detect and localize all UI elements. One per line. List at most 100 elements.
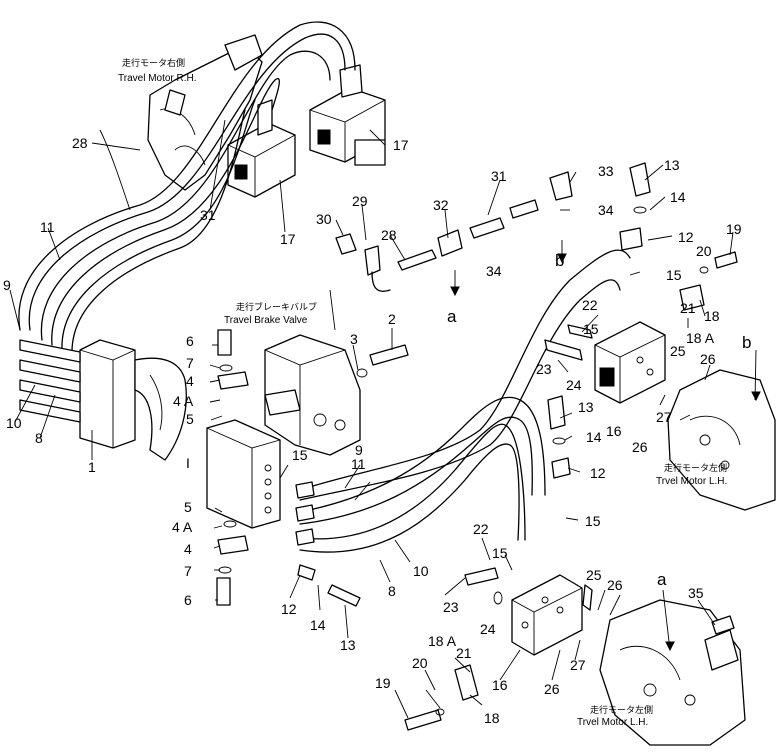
arrow-heads	[450, 253, 761, 652]
callout-34: 34	[598, 202, 614, 218]
upper-pipe-28	[335, 171, 573, 292]
callout-3: 3	[350, 331, 358, 347]
callout-30: 30	[316, 211, 332, 227]
label-travel-motor-rh-jp: 走行モータ右側	[122, 57, 185, 69]
travel-motor-lh-lower	[599, 599, 746, 746]
callout-15: 15	[583, 321, 599, 337]
callout-14: 14	[670, 189, 686, 205]
callout-16: 16	[606, 423, 622, 439]
callout-b: b	[742, 333, 751, 352]
callout-5: 5	[186, 411, 194, 427]
callout-4: 4	[186, 373, 194, 389]
callout-7: 7	[184, 563, 192, 579]
callout-22: 22	[582, 297, 598, 313]
callout-26: 26	[700, 351, 716, 367]
callout-27: 27	[570, 657, 586, 673]
callout-16: 16	[492, 677, 508, 693]
callout-6: 6	[184, 592, 192, 608]
callout-24: 24	[566, 377, 582, 393]
callout-26: 26	[607, 577, 623, 593]
callout-18A: 18 A	[686, 330, 715, 346]
component-labels: 走行モータ右側 Travel Motor R.H. 走行ブレーキバルブ Trav…	[118, 57, 727, 728]
right-manifold-16-upper	[594, 321, 666, 404]
callout-4: 4	[184, 541, 192, 557]
part-callouts: 28 11 9 10 8 1 31 17 17 30 29 28 32 31 3…	[3, 135, 751, 726]
callout-9: 9	[355, 442, 363, 458]
label-travel-motor-lh1-jp: 走行モータ左側	[664, 462, 727, 474]
callout-13: 13	[664, 157, 680, 173]
callout-29: 29	[352, 193, 368, 209]
callout-4A: 4 A	[172, 519, 193, 535]
callout-18: 18	[704, 308, 720, 324]
callout-12: 12	[590, 465, 606, 481]
callout-21: 21	[680, 300, 696, 316]
callout-5: 5	[184, 499, 192, 515]
callout-11: 11	[351, 456, 366, 472]
callout-21: 21	[456, 645, 472, 661]
callout-27: 27	[656, 409, 672, 425]
callout-7: 7	[186, 355, 194, 371]
callout-11: 11	[40, 219, 55, 235]
callout-12: 12	[281, 601, 297, 617]
callout-23: 23	[536, 361, 552, 377]
callout-13: 13	[340, 637, 356, 653]
valve-block-17-right	[309, 64, 386, 166]
callout-a: a	[447, 307, 457, 326]
callout-23: 23	[443, 599, 459, 615]
right-manifold-16-lower	[511, 574, 583, 656]
callout-2: 2	[388, 311, 396, 327]
callout-18: 18	[484, 710, 500, 726]
callout-22: 22	[473, 521, 489, 537]
travel-motor-lh-upper	[667, 369, 776, 511]
label-brake-valve-jp: 走行ブレーキバルブ	[236, 301, 317, 313]
callout-35: 35	[688, 585, 704, 601]
callout-10: 10	[6, 415, 22, 431]
label-travel-motor-lh2-en: Trvel Motor L.H.	[577, 717, 648, 728]
callout-14: 14	[310, 617, 326, 633]
callout-12: 12	[678, 229, 694, 245]
callout-19: 19	[375, 675, 391, 691]
callout-19: 19	[726, 221, 742, 237]
hose-bundle-rh	[18, 21, 356, 353]
callout-8: 8	[388, 583, 396, 599]
callout-25: 25	[670, 343, 686, 359]
callout-32: 32	[433, 197, 449, 213]
brake-valve-block-I	[206, 419, 281, 529]
callout-a: a	[657, 570, 667, 589]
callout-25: 25	[586, 567, 602, 583]
travel-brake-valve	[264, 334, 361, 456]
callout-8: 8	[35, 430, 43, 446]
callout-9: 9	[3, 277, 11, 293]
callout-34: 34	[486, 263, 502, 279]
left-manifold-block-1	[19, 339, 187, 461]
label-travel-motor-lh1-en: Trvel Motor L.H.	[656, 476, 727, 487]
callout-1: 1	[88, 459, 96, 475]
callout-18A: 18 A	[428, 633, 457, 649]
callout-15: 15	[585, 513, 601, 529]
callout-28: 28	[72, 135, 88, 151]
callout-17: 17	[393, 137, 409, 153]
callout-33: 33	[598, 163, 614, 179]
callout-31: 31	[491, 168, 507, 184]
label-travel-motor-lh2-jp: 走行モータ左側	[590, 704, 653, 716]
callout-17: 17	[280, 231, 296, 247]
callout-4A: 4 A	[173, 393, 194, 409]
callout-26: 26	[632, 439, 648, 455]
label-brake-valve-en: Travel Brake Valve	[224, 315, 308, 326]
callout-31: 31	[200, 207, 216, 223]
hose-bundle-lh	[295, 249, 631, 553]
callout-20: 20	[696, 243, 712, 259]
callout-24: 24	[480, 621, 496, 637]
callout-15: 15	[292, 447, 308, 463]
callout-10: 10	[413, 563, 429, 579]
callout-14: 14	[586, 429, 602, 445]
callout-6: 6	[186, 333, 194, 349]
callout-15: 15	[492, 545, 508, 561]
callout-15: 15	[666, 267, 682, 283]
callout-b: b	[555, 251, 564, 270]
callout-26: 26	[544, 681, 560, 697]
callout-20: 20	[412, 655, 428, 671]
travel-motor-rh	[147, 34, 263, 191]
